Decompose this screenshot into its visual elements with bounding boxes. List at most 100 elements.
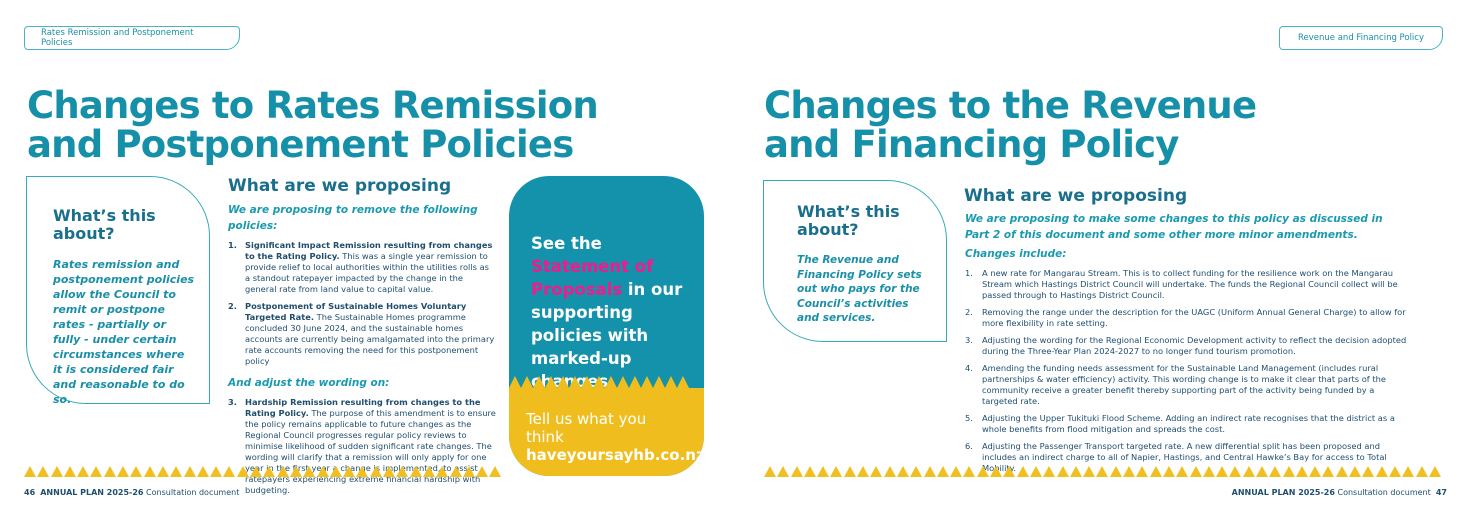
about-text: Rates remission and postponement policie… xyxy=(53,258,195,406)
triangle-decoration xyxy=(1255,466,1268,477)
triangle-decoration xyxy=(289,466,302,477)
triangle-decoration xyxy=(303,466,316,477)
triangle-decoration xyxy=(1242,466,1255,477)
triangle-decoration xyxy=(1282,466,1295,477)
triangle-decoration xyxy=(210,466,223,477)
triangle-decoration xyxy=(183,466,196,477)
triangle-decoration xyxy=(1016,466,1029,477)
list-item: 1.A new rate for Mangarau Stream. This i… xyxy=(965,268,1398,300)
triangle-decoration xyxy=(170,466,183,477)
proposing-heading-right: What are we proposing xyxy=(964,186,1188,206)
triangle-decoration xyxy=(250,466,263,477)
triangle-decoration xyxy=(1056,466,1069,477)
list-item: 1.Significant Impact Remission resulting… xyxy=(228,240,493,294)
proposing-intro: We are proposing to remove the following… xyxy=(228,204,478,232)
triangle-decoration xyxy=(764,466,776,477)
section-tag-left: Rates Remission and Postponement Policie… xyxy=(24,26,240,50)
triangle-decoration xyxy=(396,466,409,477)
triangle-decoration xyxy=(422,466,435,477)
list-item: 3.Hardship Remission resulting from chan… xyxy=(228,397,496,495)
zigzag-border-left xyxy=(24,466,503,478)
triangle-decoration xyxy=(1162,466,1175,477)
triangle-decoration xyxy=(449,466,462,477)
triangle-decoration xyxy=(1216,466,1229,477)
list-item: 4.Amending the funding needs assessment … xyxy=(965,363,1386,406)
triangle-decoration xyxy=(1375,466,1388,477)
triangle-decoration xyxy=(1109,466,1122,477)
adjust-intro: And adjust the wording on: xyxy=(228,377,390,389)
triangle-decoration xyxy=(383,466,396,477)
statement-of-proposals-card: See the Statement of Proposals in our su… xyxy=(509,176,704,476)
triangle-decoration xyxy=(1069,466,1082,477)
triangle-decoration xyxy=(1043,466,1056,477)
proposing-intro: We are proposing to make some changes to… xyxy=(965,213,1383,241)
triangle-decoration xyxy=(476,466,489,477)
footer-left: 46 ANNUAL PLAN 2025-26 Consultation docu… xyxy=(24,488,240,497)
triangle-decoration xyxy=(870,466,883,477)
triangle-decoration xyxy=(409,466,422,477)
triangle-decoration xyxy=(1003,466,1016,477)
triangle-decoration xyxy=(77,466,90,477)
changes-intro: Changes include: xyxy=(965,248,1067,260)
list-item: 3.Adjusting the wording for the Regional… xyxy=(965,335,1407,356)
triangle-decoration xyxy=(103,466,116,477)
triangle-decoration xyxy=(963,466,976,477)
triangle-decoration xyxy=(37,466,50,477)
triangle-decoration xyxy=(1322,466,1335,477)
triangle-decoration xyxy=(1083,466,1096,477)
triangle-decoration xyxy=(1388,466,1401,477)
about-heading: What’s this about? xyxy=(797,202,900,239)
triangle-decoration xyxy=(276,466,289,477)
triangle-decoration xyxy=(990,466,1003,477)
triangle-decoration xyxy=(1149,466,1162,477)
triangle-decoration xyxy=(976,466,989,477)
statement-link[interactable]: Statement of Proposals xyxy=(531,257,654,299)
triangle-decoration xyxy=(316,466,329,477)
about-text: The Revenue and Financing Policy sets ou… xyxy=(797,254,922,324)
triangle-decoration xyxy=(90,466,103,477)
triangle-decoration xyxy=(1428,466,1441,477)
list-item: 5.Adjusting the Upper Tukituki Flood Sch… xyxy=(965,413,1395,434)
card-message: See the Statement of Proposals in our su… xyxy=(531,234,683,391)
triangle-decoration xyxy=(1335,466,1348,477)
triangle-decoration xyxy=(1096,466,1109,477)
triangle-decoration xyxy=(1202,466,1215,477)
triangle-decoration xyxy=(923,466,936,477)
triangle-decoration xyxy=(817,466,830,477)
list-item: 2.Postponement of Sustainable Homes Volu… xyxy=(228,301,495,366)
triangle-decoration xyxy=(263,466,276,477)
triangle-decoration xyxy=(1402,466,1415,477)
footer-right: ANNUAL PLAN 2025-26 Consultation documen… xyxy=(1231,488,1447,497)
triangle-decoration xyxy=(143,466,156,477)
triangle-decoration xyxy=(910,466,923,477)
triangle-decoration xyxy=(356,466,369,477)
triangle-decoration xyxy=(130,466,143,477)
triangle-decoration xyxy=(803,466,816,477)
proposing-body-left: We are proposing to remove the following… xyxy=(228,202,496,496)
triangle-decoration xyxy=(1176,466,1189,477)
zigzag-divider xyxy=(509,376,689,388)
triangle-decoration xyxy=(1362,466,1375,477)
triangle-decoration xyxy=(196,466,209,477)
triangle-decoration xyxy=(1349,466,1362,477)
triangle-decoration xyxy=(1029,466,1042,477)
triangle-decoration xyxy=(883,466,896,477)
triangle-decoration xyxy=(790,466,803,477)
triangle-decoration xyxy=(223,466,236,477)
triangle-decoration xyxy=(1295,466,1308,477)
list-item: 2.Removing the range under the descripti… xyxy=(965,307,1406,328)
triangle-decoration xyxy=(236,466,249,477)
triangle-decoration xyxy=(117,466,130,477)
proposing-body-right: We are proposing to make some changes to… xyxy=(965,211,1410,474)
triangle-decoration xyxy=(489,466,502,477)
proposing-heading-left: What are we proposing xyxy=(228,176,452,196)
about-box-left: What’s this about? Rates remission and p… xyxy=(26,176,210,406)
triangle-decoration xyxy=(24,466,36,477)
website-link[interactable]: haveyoursayhb.co.nz xyxy=(526,446,704,464)
triangle-decoration xyxy=(830,466,843,477)
triangle-decoration xyxy=(1269,466,1282,477)
triangle-decoration xyxy=(156,466,169,477)
triangle-decoration xyxy=(1189,466,1202,477)
